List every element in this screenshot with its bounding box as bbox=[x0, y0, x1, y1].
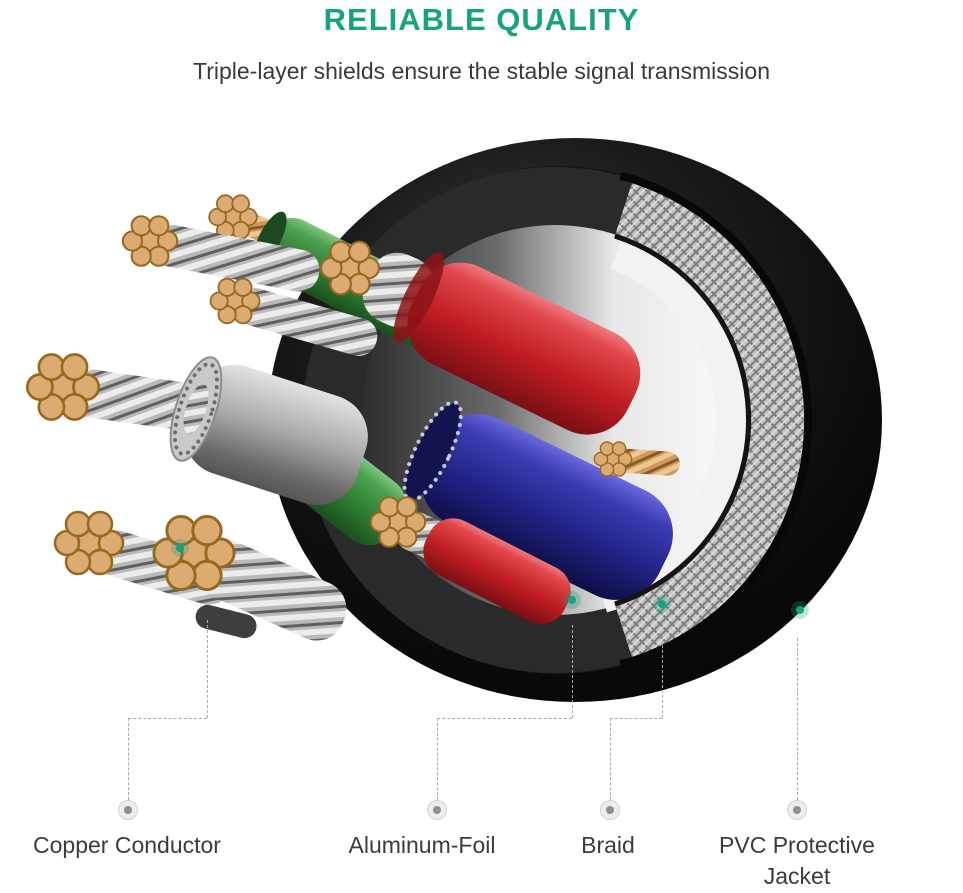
jacket-callout-dot-core bbox=[793, 806, 801, 814]
wire-bare-4 bbox=[193, 538, 347, 641]
copper-cluster bbox=[53, 510, 125, 576]
jacket-marker-dot bbox=[791, 601, 809, 619]
foil-callout-dot-core bbox=[433, 806, 441, 814]
callout-line-foil-upper bbox=[572, 625, 573, 718]
wire-gray bbox=[169, 356, 368, 506]
wire-tan-small bbox=[615, 448, 680, 476]
callout-label-braid: Braid bbox=[581, 832, 635, 858]
jacket-callout-dot bbox=[787, 800, 807, 820]
copper-cluster bbox=[121, 215, 179, 267]
foil-marker-dot bbox=[563, 591, 581, 609]
foil-callout-dot bbox=[427, 800, 447, 820]
braid-shield bbox=[615, 180, 808, 660]
copper-cluster bbox=[369, 496, 427, 548]
callout-label-copper-conductor: Copper Conductor bbox=[33, 832, 221, 858]
braid-callout-dot bbox=[600, 800, 620, 820]
callout-line-jacket bbox=[797, 638, 798, 800]
wire-red-large bbox=[393, 251, 641, 435]
copper-marker-dot bbox=[171, 539, 189, 557]
copper-callout-dot bbox=[118, 800, 138, 820]
copper-cluster bbox=[320, 240, 380, 296]
callout-label-pvc-jacket: PVC Protective Jacket bbox=[719, 832, 875, 889]
callout-line-braid-upper bbox=[662, 635, 663, 718]
jacket-marker-core bbox=[796, 606, 804, 614]
callout-line-foil-elbow bbox=[437, 718, 572, 719]
braid-marker-dot bbox=[653, 595, 671, 613]
copper-cluster bbox=[593, 441, 633, 477]
page-subtitle: Triple-layer shields ensure the stable s… bbox=[193, 58, 770, 84]
wire-dark-stub bbox=[195, 604, 257, 639]
callout-label-aluminum-foil: Aluminum-Foil bbox=[348, 832, 496, 858]
wire-bare-1 bbox=[151, 224, 320, 292]
page-title: RELIABLE QUALITY bbox=[323, 2, 640, 37]
wire-red-small bbox=[423, 518, 571, 625]
callout-line-foil-lower bbox=[437, 718, 438, 800]
copper-marker-core bbox=[176, 544, 184, 552]
braid-outer-seam bbox=[619, 171, 813, 669]
callout-line-copper-lower bbox=[128, 718, 129, 800]
wire-bare-2 bbox=[236, 288, 378, 356]
copper-callout-dot-core bbox=[124, 806, 132, 814]
callout-line-copper-upper bbox=[207, 620, 208, 718]
copper-cluster bbox=[152, 514, 236, 592]
copper-cluster bbox=[208, 194, 258, 240]
callout-line-copper-elbow bbox=[128, 718, 207, 719]
wire-bundle-group bbox=[25, 194, 680, 641]
copper-cluster bbox=[209, 277, 261, 325]
callout-line-braid-lower bbox=[610, 718, 611, 800]
cable-cross-section-illustration bbox=[25, 138, 882, 702]
callout-line-braid-elbow bbox=[610, 718, 662, 719]
braid-callout-dot-core bbox=[606, 806, 614, 814]
wire-navy bbox=[402, 400, 673, 600]
foil-marker-core bbox=[568, 596, 576, 604]
braid-marker-core bbox=[658, 600, 666, 608]
braid-inner-seam bbox=[614, 228, 756, 612]
copper-cluster bbox=[25, 353, 101, 421]
